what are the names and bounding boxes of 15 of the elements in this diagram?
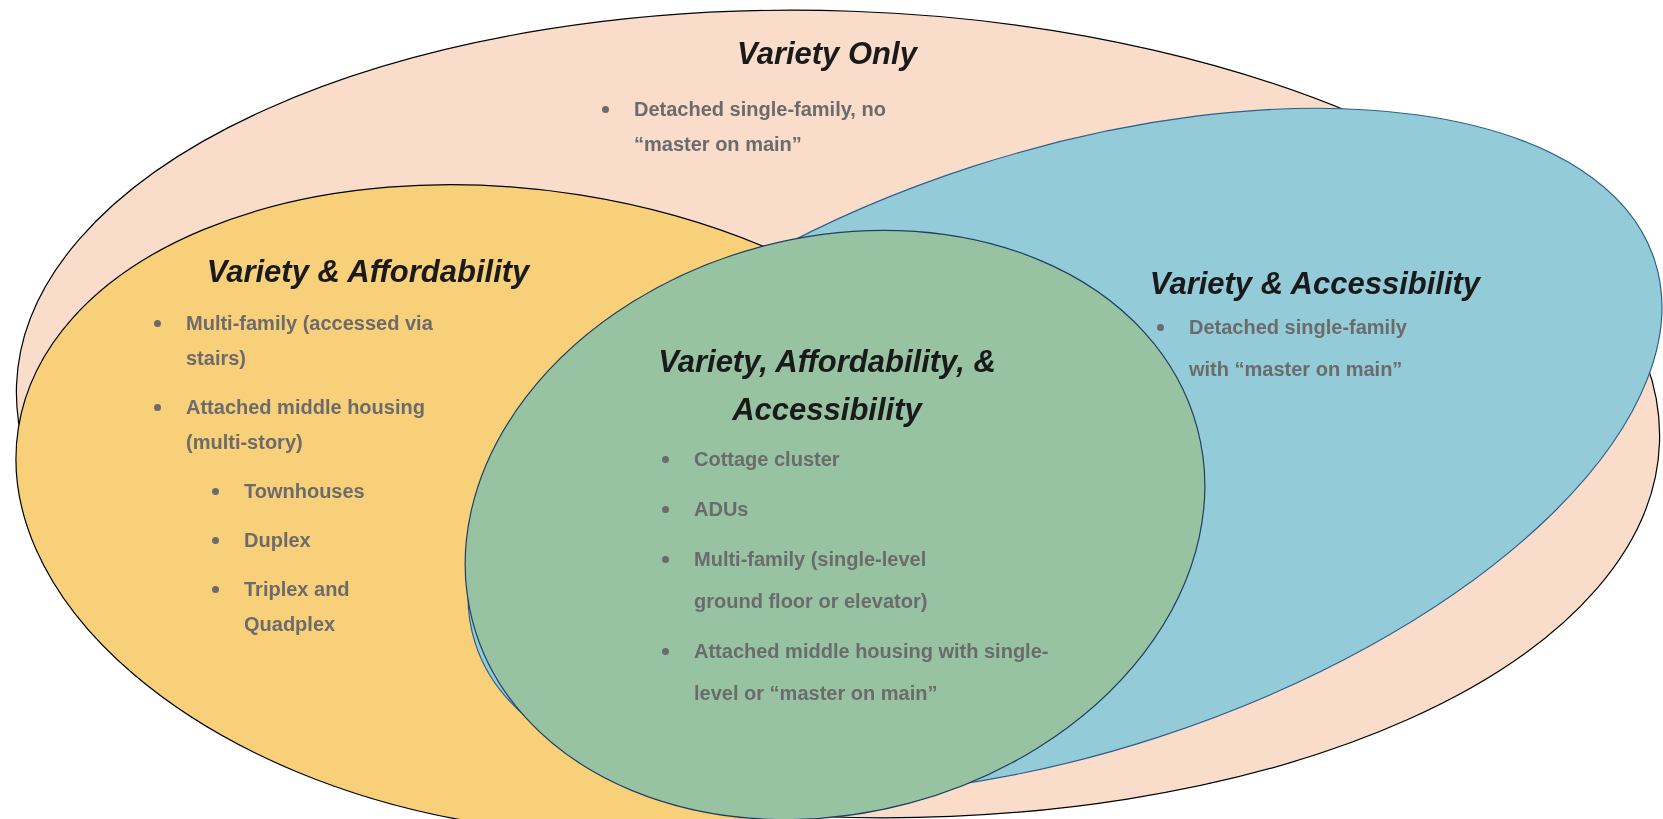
list-item-text: Duplex <box>244 528 312 553</box>
list-item-text: Attached middle housing (multi-story) <box>186 395 426 455</box>
list-item-text: Multi-family (accessed via stairs) <box>186 311 434 371</box>
section-heading: Variety & Affordability <box>205 253 532 291</box>
list-item-text: Detached single-family with “master on main” <box>1189 315 1408 382</box>
section-heading: Variety & Accessibility <box>1148 265 1482 303</box>
list-item-text: Triplex and Quadplex <box>244 577 351 637</box>
list-item-text: Detached single-family, no “master on main” <box>634 97 887 157</box>
list-item-text: Multi-family (single-level ground floor or elevator) <box>694 547 929 614</box>
list-item-text: Attached middle housing with single-level or “master on main” <box>694 639 1050 706</box>
section-heading: Variety Only <box>736 35 919 73</box>
section-heading: Variety, Affordability, & Accessibility <box>657 343 997 429</box>
list-item-text: Townhouses <box>244 479 366 504</box>
list-item-text: Cottage cluster <box>694 447 841 472</box>
list-item-text: ADUs <box>694 497 750 522</box>
